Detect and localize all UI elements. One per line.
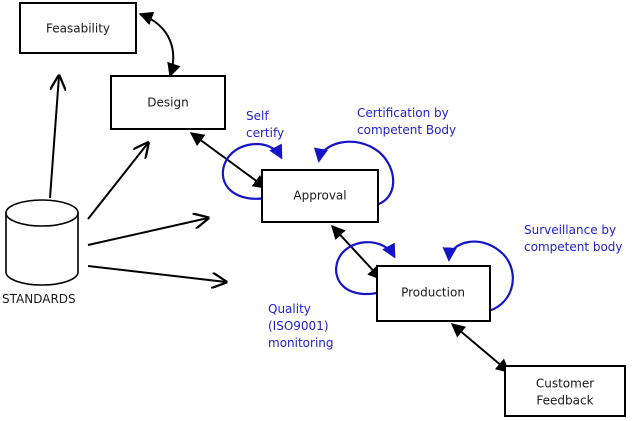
production-box[interactable] xyxy=(376,265,491,322)
loop-production-surveillance xyxy=(442,240,514,314)
design-label: Design xyxy=(147,96,188,110)
flow-standards-design xyxy=(87,143,148,220)
feasability-label: Feasability xyxy=(46,22,110,36)
annotation-quality-line2: (ISO9001) xyxy=(268,319,329,333)
annotation-surveillance-line2: competent body xyxy=(524,240,623,254)
design-box[interactable] xyxy=(110,75,226,130)
node-customer-feedback[interactable]: Customer Feedback xyxy=(504,365,626,417)
annotation-quality-monitoring: Quality (ISO9001) monitoring xyxy=(268,302,334,350)
flow-approval-production xyxy=(331,224,382,281)
flow-arrows-layer xyxy=(49,11,511,373)
customer-feedback-box[interactable] xyxy=(504,365,626,417)
standards-cylinder-body xyxy=(5,212,79,286)
loop-production-quality xyxy=(335,241,396,296)
annotation-quality-line1: Quality xyxy=(268,302,311,316)
node-approval[interactable]: Approval xyxy=(261,169,379,223)
flow-feasability-design xyxy=(138,11,181,78)
annotation-self-certify-line1: Self xyxy=(246,109,269,123)
customer-feedback-label-line1: Customer xyxy=(536,377,594,391)
loop-arcs-layer xyxy=(221,140,514,314)
flow-standards-feasability xyxy=(49,76,59,199)
annotation-surveillance-line1: Surveillance by xyxy=(524,223,616,237)
loop-approval-self-certify xyxy=(221,143,283,200)
approval-label: Approval xyxy=(293,189,346,203)
production-label: Production xyxy=(401,286,465,300)
flow-standards-approval xyxy=(87,218,208,246)
flow-standards-production xyxy=(87,265,226,282)
feasability-box[interactable] xyxy=(19,2,137,54)
annotation-surveillance-by-competent-body: Surveillance by competent body xyxy=(524,223,623,254)
node-design[interactable]: Design xyxy=(110,75,226,130)
datastore-standards[interactable]: STANDARDS xyxy=(2,199,79,306)
loop-approval-certification xyxy=(313,140,395,208)
customer-feedback-label-line2: Feedback xyxy=(536,394,593,408)
node-production[interactable]: Production xyxy=(376,265,491,322)
node-feasability[interactable]: Feasability xyxy=(19,2,137,54)
annotations-layer: Self certify Certification by competent … xyxy=(246,106,623,350)
approval-box[interactable] xyxy=(261,169,379,223)
annotation-quality-line3: monitoring xyxy=(268,336,334,350)
flow-design-approval xyxy=(189,132,268,189)
standards-label: STANDARDS xyxy=(2,292,76,306)
standards-cylinder-top xyxy=(5,199,79,227)
annotation-self-certify: Self certify xyxy=(246,109,284,140)
annotation-certification-line1: Certification by xyxy=(357,106,449,120)
annotation-certification-by-competent-body: Certification by competent Body xyxy=(357,106,456,137)
flow-production-customer-feedback xyxy=(450,323,511,373)
annotation-certification-line2: competent Body xyxy=(357,123,456,137)
annotation-self-certify-line2: certify xyxy=(246,126,284,140)
